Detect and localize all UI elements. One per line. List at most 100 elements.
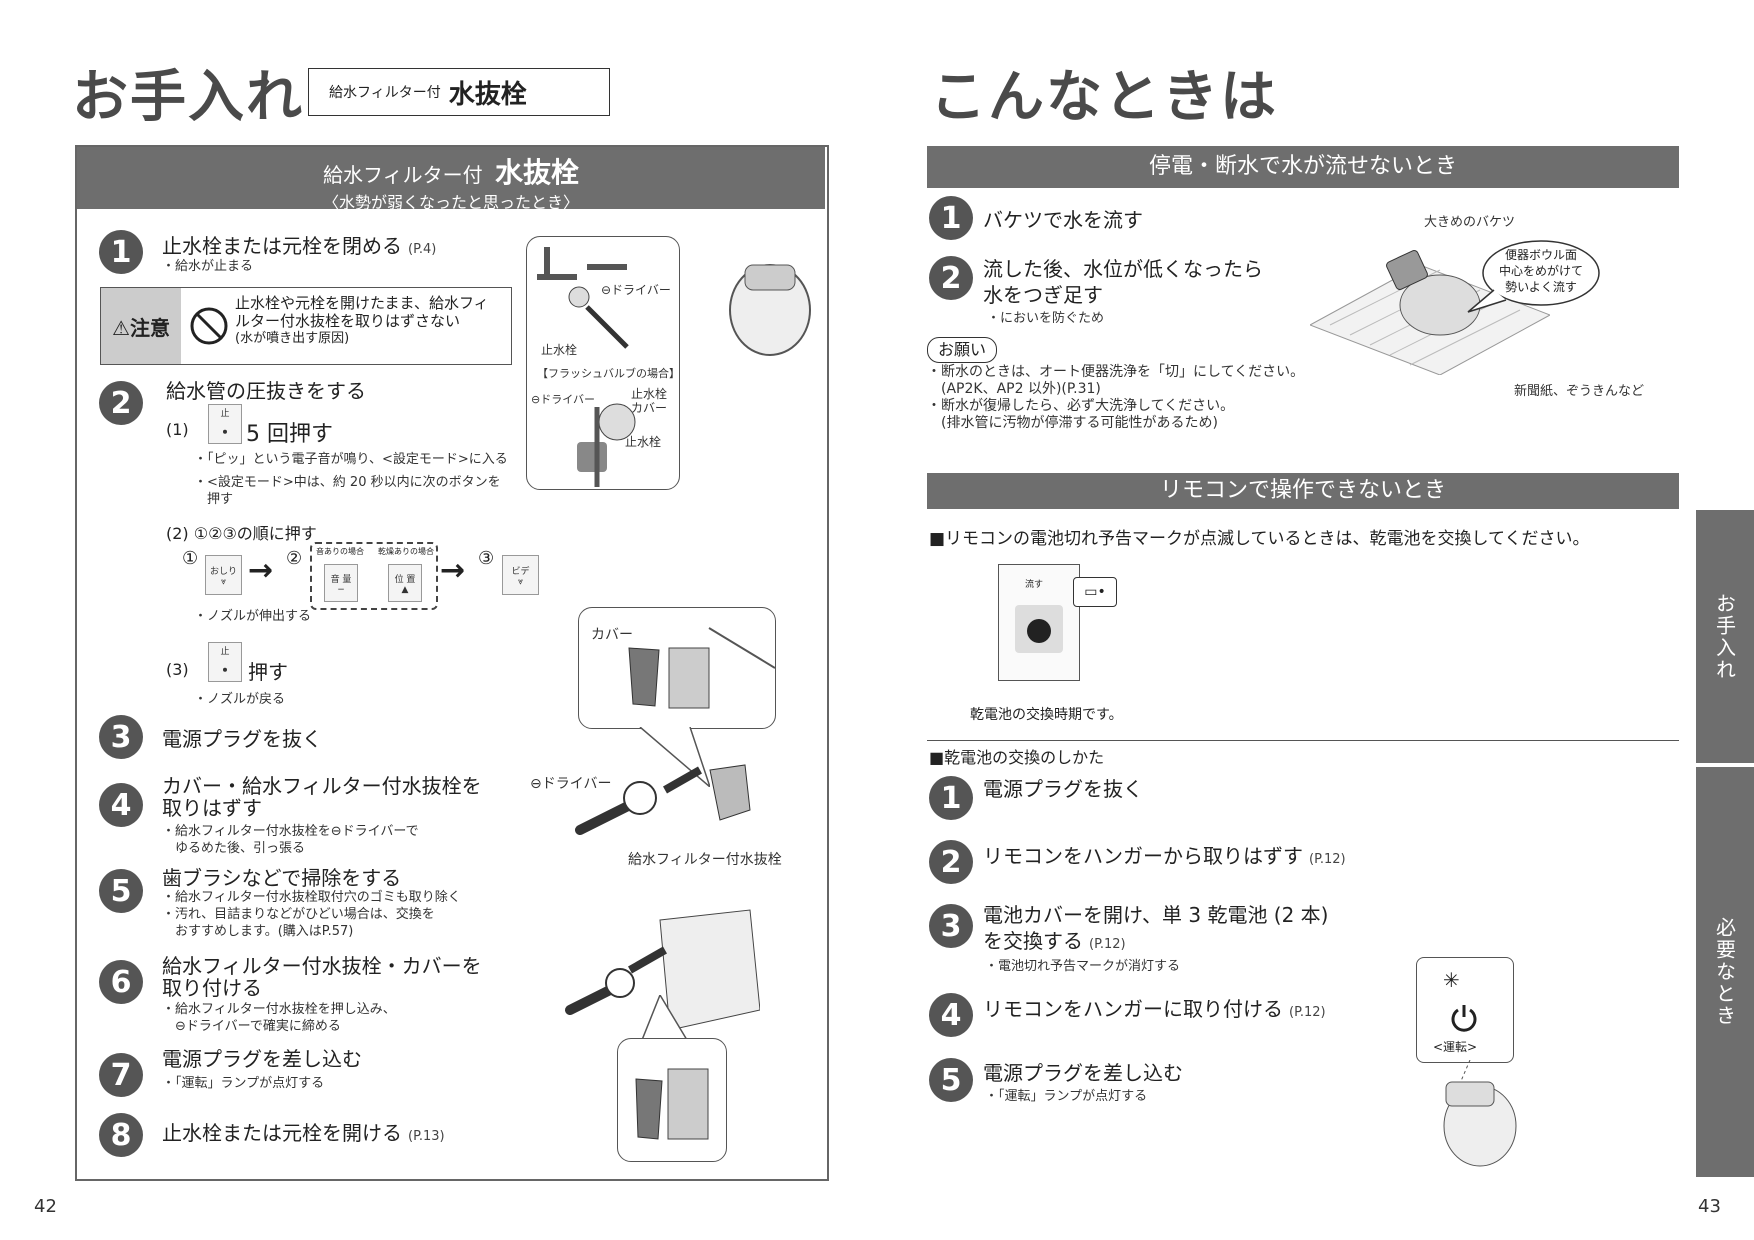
step-number: 1 [929, 776, 973, 820]
onegai-badge: お願い [927, 337, 998, 363]
step-title-line: 給水フィルター付水抜栓・カバーを [162, 954, 482, 978]
fig-label: カバー [591, 627, 633, 643]
title-box-big: 水抜栓 [448, 79, 527, 110]
sub1-text: 5 回押す [246, 422, 333, 447]
section-band-remote: リモコンで操作できないとき [927, 473, 1679, 509]
note-line: 押す [194, 492, 234, 507]
step-title-text: を交換する [983, 929, 1083, 953]
step-number: 3 [99, 715, 143, 759]
note-line: ・「ピッ」という電子音が鳴り、<設定モード>に入る [194, 452, 508, 467]
title-box-small: 給水フィルター付 [329, 85, 441, 101]
bubble-line: 中心をめがけて [1498, 264, 1583, 278]
bide-button[interactable]: ビデ⩔ [502, 555, 539, 595]
step-note: ・においを防ぐため [987, 311, 1105, 326]
step-title: カバー・給水フィルター付水抜栓を 取りはずす [162, 775, 482, 819]
power-icon [1451, 1005, 1477, 1032]
step-number: 8 [99, 1113, 143, 1157]
callout-pointer [639, 995, 691, 1045]
flush-button-icon[interactable] [1027, 619, 1051, 643]
page-ref: (P.12) [1089, 937, 1126, 952]
note-line: ゆるめた後、引っ張る [162, 841, 306, 856]
fig-label: 止水栓 [625, 435, 662, 449]
step-number: 7 [99, 1053, 143, 1097]
step-number: 6 [99, 960, 143, 1004]
band-big: 水抜栓 [494, 156, 579, 189]
side-tab-necessary[interactable]: 必要なとき [1696, 767, 1754, 1177]
reinstall-illustration [565, 909, 760, 1030]
cover-illustration [628, 627, 775, 709]
section-band-left: 給水フィルター付 水抜栓 〈水勢が弱くなったと思ったとき〉 [77, 147, 825, 212]
battery-caption: 乾電池の交換時期です。 [970, 707, 1123, 723]
step-title: 給水管の圧抜きをする [166, 379, 366, 403]
step-title: 電源プラグを抜く [162, 727, 322, 751]
toilet-illustration [729, 264, 811, 356]
position-button[interactable]: 位 置▲ [388, 564, 422, 602]
remote-label: 流す [1025, 580, 1044, 590]
battery-icon: ▭• [1073, 577, 1117, 607]
btn-caption: 乾燥ありの場合 [378, 547, 434, 556]
step-title: 流した後、水位が低くなったら 水をつぎ足す [983, 256, 1263, 308]
sub2-circ1: ① [182, 548, 199, 569]
lamp-light-icon: ✳ [1443, 968, 1460, 992]
fig-label: ⊖ドライバー [530, 776, 612, 792]
stop-button-2[interactable]: 止・ [208, 642, 242, 682]
bubble-line: 勢いよく流す [1505, 280, 1577, 294]
sub1-notes: ・「ピッ」という電子音が鳴り、<設定モード>に入る ・<設定モード>中は、約 2… [194, 451, 508, 508]
page-number-left: 42 [34, 1196, 57, 1217]
step-title: 止水栓または元栓を開ける(P.13) [162, 1117, 445, 1146]
note-line: ・給水フィルター付水抜栓を⊖ドライバーで [162, 824, 419, 839]
caution-label: ⚠注意 [101, 288, 181, 364]
note-line: ⊖ドライバーで確実に締める [162, 1019, 341, 1034]
sub2-circ2: ② [286, 548, 303, 569]
step-note: ・給水フィルター付水抜栓を⊖ドライバーで ゆるめた後、引っ張る [162, 823, 419, 857]
arrow-icon: → [248, 553, 274, 588]
sub2-circ3: ③ [478, 548, 495, 569]
valve-illustration [537, 247, 636, 487]
volume-button[interactable]: 音 量− [324, 564, 358, 602]
fig-label: 給水フィルター付水抜栓 [628, 852, 782, 868]
arrow-icon: → [440, 553, 466, 588]
side-tab-maintenance[interactable]: お手入れ [1696, 510, 1754, 763]
band-small: 給水フィルター付 [323, 163, 483, 187]
step-note: ・給水が止まる [162, 259, 254, 274]
btn-label: 止 [220, 646, 230, 657]
battery-message: ■リモコンの電池切れ予告マークが点滅しているときは、乾電池を交換してください。 [929, 529, 1590, 549]
caution-box: ⚠注意 止水栓や元栓を開けたまま、給水フィ ルター付水抜栓を取りはずさない (水… [100, 287, 512, 365]
section-band-power: 停電・断水で水が流せないとき [927, 146, 1679, 188]
divider [927, 740, 1679, 741]
fig-label: 【フラッシュバルブの場合】 [537, 367, 680, 380]
step-number: 4 [99, 783, 143, 827]
step-title-text: リモコンをハンガーから取りはずす [983, 844, 1303, 868]
stop-button[interactable]: 止・ [208, 404, 242, 444]
sub3-note: ・ノズルが戻る [194, 692, 286, 707]
step-note: ・電池切れ予告マークが消灯する [985, 959, 1181, 974]
note-line: ・断水が復帰したら、必ず大洗浄してください。 [927, 398, 1235, 414]
page-ref: (P.12) [1289, 1005, 1326, 1020]
step-number: 2 [929, 840, 973, 884]
replace-heading: ■乾電池の交換のしかた [929, 748, 1105, 767]
page-title-left: お手入れ [72, 65, 304, 130]
dot-glyph: ・ [216, 660, 233, 680]
cover-figure: カバー [578, 607, 776, 729]
valve-figure: ⊖ドライバー 止水栓 【フラッシュバルブの場合】 ⊖ドライバー 止水栓 カバー … [526, 236, 680, 490]
sub2-label: (2) ①②③の順に押す [166, 524, 317, 543]
note-line: ・断水のときは、オート便器洗浄を「切」にしてください。 [927, 364, 1305, 380]
page-ref: (P.4) [408, 242, 437, 257]
page-ref: (P.13) [408, 1129, 445, 1144]
fig-label: 止水栓 [631, 387, 668, 401]
reinstall-figure [617, 1038, 727, 1162]
caution-line: (水が噴き出す原因) [235, 331, 350, 346]
btn-label: 止 [220, 408, 230, 419]
step-number: 5 [929, 1058, 973, 1102]
page-number-right: 43 [1698, 1196, 1721, 1217]
fig-label: 大きめのバケツ [1424, 215, 1516, 230]
note-line: ・<設定モード>中は、約 20 秒以内に次のボタンを [194, 475, 501, 490]
step-number: 2 [929, 256, 973, 300]
note-line: ・給水フィルター付水抜栓を押し込み、 [162, 1002, 396, 1017]
page-ref: (P.12) [1309, 852, 1346, 867]
remote-illustration: 流す [998, 564, 1080, 681]
step-title: 給水フィルター付水抜栓・カバーを 取り付ける [162, 955, 482, 999]
oshiri-button[interactable]: おしり⩔ [205, 555, 242, 595]
step-title-line: カバー・給水フィルター付水抜栓を [162, 774, 482, 798]
minus-icon: − [337, 584, 345, 595]
